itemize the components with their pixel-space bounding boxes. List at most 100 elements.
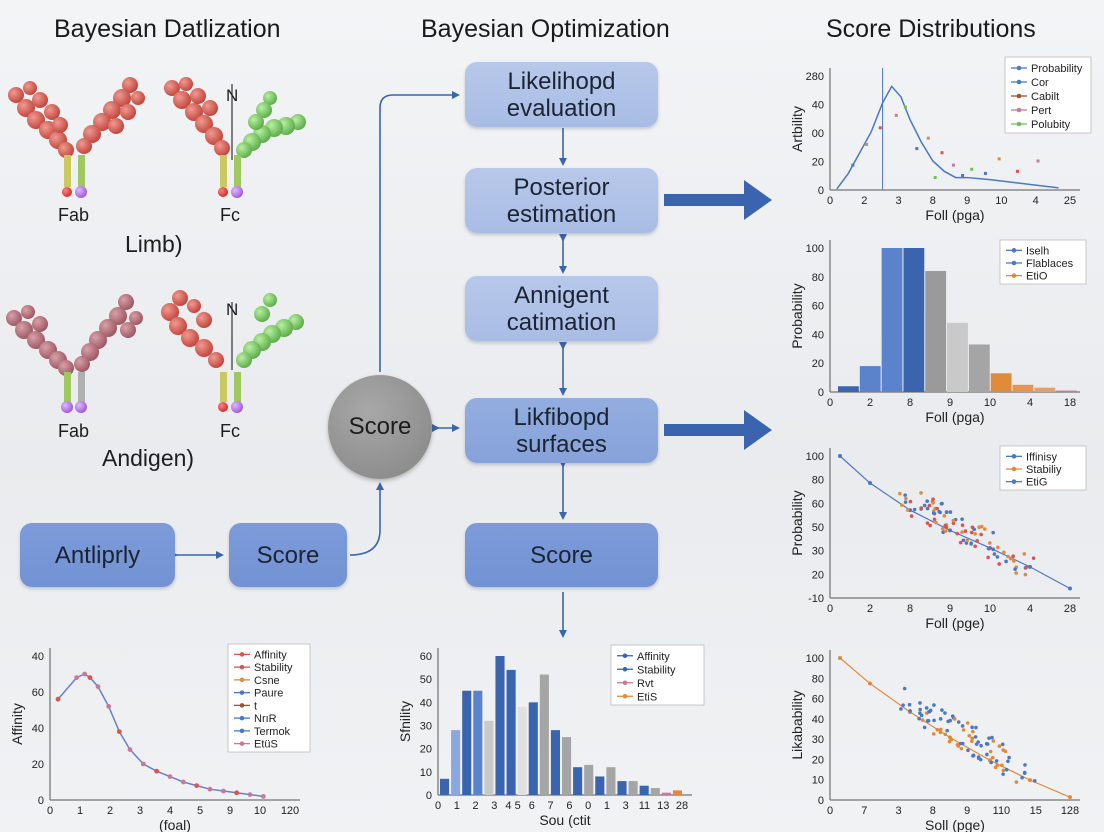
scatter-point [935,506,940,511]
legend-label: Paure [254,688,283,700]
series-point [74,675,80,680]
legend-marker [1016,93,1022,99]
scatter-point [903,493,907,497]
scatter-point [925,499,929,504]
score-box-left[interactable]: Score [229,523,347,587]
scatter-point [922,503,927,508]
legend-label: Stability [254,662,293,674]
scatter-point [940,708,944,712]
legend-label: Stabiliy [1026,464,1062,476]
x-tick-label: 110 [993,805,1011,817]
legend-label: Cabilt [1031,91,1059,103]
y-tick-label: 60 [420,651,432,663]
scatter-point [903,105,907,109]
scatter-point [898,491,902,496]
likelihood-evaluation-box[interactable]: Likelihopd evaluation [465,62,658,127]
y-tick-label: 280 [806,71,824,83]
scatter-point [943,711,947,715]
scatter-point [960,517,964,521]
scatter-point [988,749,993,754]
y-axis-label: Probability [789,283,805,348]
y-tick-label: 10 [812,775,824,787]
x-tick-label: 4 [1027,397,1033,409]
scatter-point [1023,763,1027,767]
scatter-point [970,736,975,741]
bar [517,706,527,795]
likelihood-surfaces-box[interactable]: Likfibopd surfaces [465,398,658,463]
y-tick-label: 60 [812,498,824,510]
scatter-point [1036,159,1040,163]
x-axis-label: Soll (pge) [925,817,985,832]
x-tick-label: 7 [548,800,554,812]
scatter-point [934,520,938,525]
scatter-point [1002,550,1006,555]
series-point [247,792,253,797]
scatter-point [952,717,957,721]
scatter-point [1013,567,1017,571]
scatter-point [973,544,977,549]
scatter-point [997,744,1002,748]
scatter-point [1004,559,1008,564]
scatter-point [990,755,995,760]
scatter-point [970,725,974,730]
x-tick-label: 128 [1061,805,1079,817]
scatter-point [938,510,942,515]
scatter-point [978,757,983,762]
y-tick-label: 50 [812,522,824,534]
x-tick-label: 10 [995,195,1007,207]
bar [838,386,859,392]
scatter-point [900,503,904,507]
scatter-point [1000,742,1005,747]
series-point [194,783,200,788]
scatter-point [903,500,908,504]
x-tick-label: 8 [930,195,936,207]
x-tick-label: 0 [585,800,591,812]
loop-arrow-up [379,91,460,372]
y-tick-label: 40 [420,697,432,709]
annigent-catimation-box[interactable]: Annigent catimation [465,276,658,341]
legend-label: Iselh [1026,245,1049,257]
scatter-point [951,163,955,167]
x-tick-label: 15 [1030,805,1042,817]
legend-label: Csne [254,675,280,687]
x-tick-label: 3 [623,800,629,812]
arrow-score-to-circle [349,482,384,556]
bar [947,322,968,392]
x-tick-label: 0 [827,397,833,409]
legend-marker [239,728,245,734]
score-box-center[interactable]: Score [465,523,658,587]
n-terminus-label-top: N [226,86,239,105]
y-axis-label: Likabability [789,690,805,759]
x-axis-label: Sou (ctit [539,812,590,828]
score-circle[interactable]: Score [328,375,432,479]
y-tick-label: 60 [812,301,824,313]
scatter-point [960,530,964,534]
scatter-point [931,732,936,736]
scatter-point [943,523,948,528]
scatter-point [932,517,937,522]
y-axis-label: Artbility [789,106,805,152]
scatter-point [904,496,908,501]
scatter-point [949,737,954,742]
bar [1056,390,1077,392]
bar [968,344,990,392]
y-axis-label: Probability [789,490,805,555]
series-point [167,774,173,779]
y-tick-label: -10 [808,593,824,605]
scatter-point [919,713,924,718]
legend-marker [239,715,245,721]
scatter-point [969,530,974,535]
series-point [106,704,112,709]
scatter-point [940,526,945,531]
scatter-point [973,532,977,536]
antliprly-box[interactable]: Antliprly [20,523,175,587]
x-tick-label: 2 [867,397,873,409]
y-tick-label: 20 [812,569,824,581]
posterior-estimation-box[interactable]: Posterior estimation [465,168,658,233]
scatter-point [948,718,952,723]
x-tick-label: 6 [529,800,535,812]
legend-marker [1016,65,1022,71]
